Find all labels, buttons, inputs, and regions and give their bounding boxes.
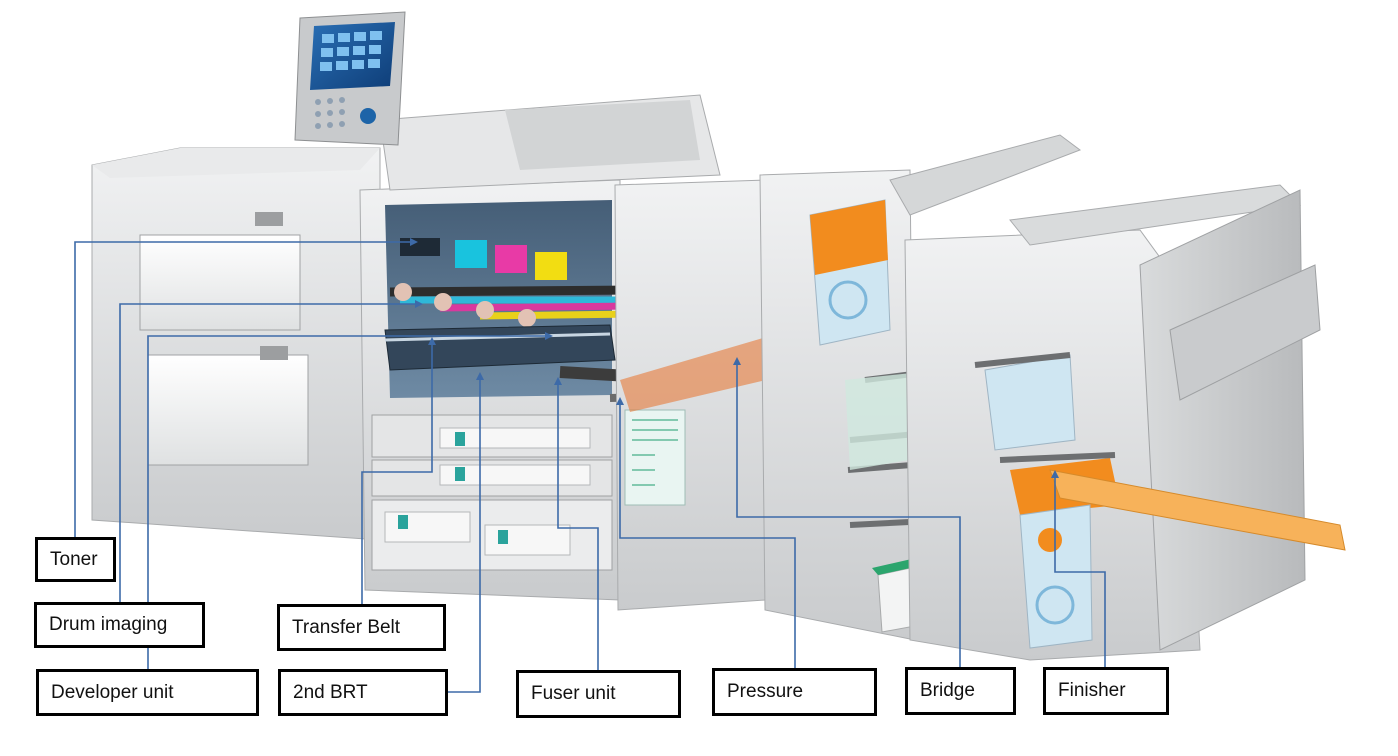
start-button-icon[interactable]	[360, 108, 376, 124]
label-transfer-belt: Transfer Belt	[277, 604, 446, 651]
label-2nd-brt: 2nd BRT	[278, 669, 448, 716]
label-finisher: Finisher	[1043, 667, 1169, 715]
leader-pressure	[619, 405, 796, 671]
label-pressure: Pressure	[712, 668, 877, 716]
label-toner-text: Toner	[50, 548, 98, 570]
control-panel[interactable]	[294, 11, 406, 146]
finisher-output	[984, 354, 1346, 649]
label-drum-imaging-text: Drum imaging	[49, 614, 168, 635]
label-2nd-brt-text: 2nd BRT	[293, 681, 368, 703]
label-fuser-unit-text: Fuser unit	[531, 683, 616, 704]
label-developer-unit-text: Developer unit	[51, 681, 174, 703]
paper-tray-1	[139, 234, 301, 331]
leader-transfer-belt	[361, 345, 433, 607]
leader-2nd-brt	[448, 380, 481, 693]
leader-lines	[74, 241, 1106, 693]
label-bridge: Bridge	[905, 667, 1016, 715]
leader-finisher	[1054, 478, 1106, 670]
toner-cartridges	[400, 238, 567, 280]
leader-fuser-unit	[557, 385, 599, 673]
label-bridge-text: Bridge	[920, 680, 975, 701]
label-drum-imaging: Drum imaging	[34, 602, 205, 648]
toner-yellow	[535, 252, 567, 280]
label-transfer-belt-text: Transfer Belt	[292, 616, 401, 638]
leader-toner	[74, 241, 410, 540]
imaging-drums	[389, 283, 641, 327]
paper-tray-2	[147, 354, 309, 466]
label-toner: Toner	[35, 537, 116, 582]
label-pressure-text: Pressure	[727, 681, 804, 702]
paper-feeder-module	[91, 147, 381, 541]
toner-cyan	[455, 240, 487, 268]
leader-developer-unit	[147, 335, 545, 672]
label-developer-unit: Developer unit	[36, 669, 259, 716]
finisher-module	[904, 229, 1201, 661]
label-finisher-text: Finisher	[1058, 680, 1126, 701]
leader-drum-imaging	[119, 303, 415, 605]
label-fuser-unit: Fuser unit	[516, 670, 681, 718]
leader-bridge	[736, 365, 961, 670]
printed-sheet-poster	[809, 199, 891, 346]
printer-body	[91, 11, 1346, 661]
toner-magenta	[495, 245, 527, 273]
